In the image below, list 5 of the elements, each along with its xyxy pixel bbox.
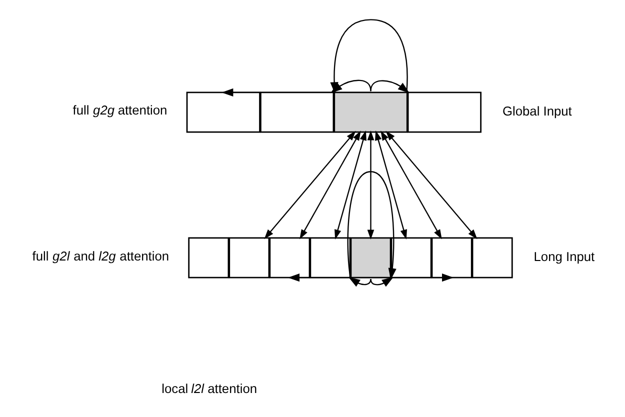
label: local l2l attention [162, 380, 258, 396]
label: Long Input [534, 249, 595, 264]
label: full g2l and l2g attention [32, 248, 170, 264]
label: full g2g attention [72, 102, 168, 118]
label: Global Input [502, 104, 572, 119]
